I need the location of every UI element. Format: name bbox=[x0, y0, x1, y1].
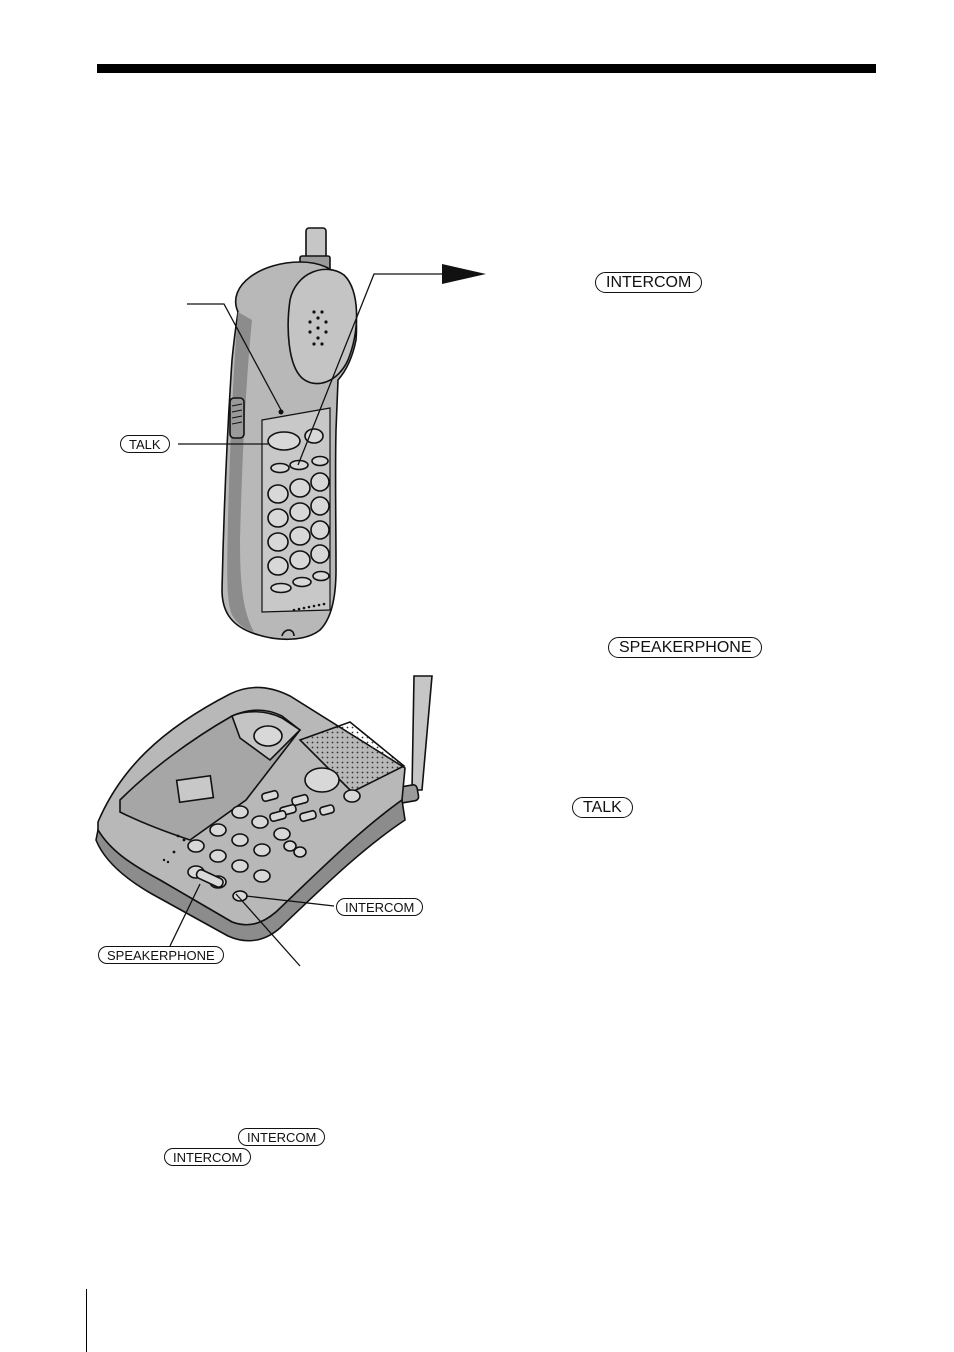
speakerphone-key-label-right: SPEAKERPHONE bbox=[608, 637, 763, 658]
intercom-key-label-top: INTERCOM bbox=[595, 272, 703, 293]
intercom-key-label-inline-2: INTERCOM bbox=[164, 1148, 252, 1166]
speakerphone-key-label-base: SPEAKERPHONE bbox=[98, 946, 224, 964]
handset-icon bbox=[221, 227, 358, 641]
page-margin-rule bbox=[86, 1289, 87, 1352]
talk-key-label-handset: TALK bbox=[120, 435, 170, 453]
base-unit-icon bbox=[95, 675, 433, 942]
top-rule bbox=[97, 64, 876, 73]
talk-key-label-right: TALK bbox=[572, 797, 633, 818]
handset-callout-lines bbox=[178, 273, 470, 466]
arrow-right-icon bbox=[442, 264, 486, 284]
base-callout-lines bbox=[169, 883, 335, 967]
intercom-key-label-inline-1: INTERCOM bbox=[238, 1128, 326, 1146]
intercom-key-label-base: INTERCOM bbox=[336, 898, 424, 916]
